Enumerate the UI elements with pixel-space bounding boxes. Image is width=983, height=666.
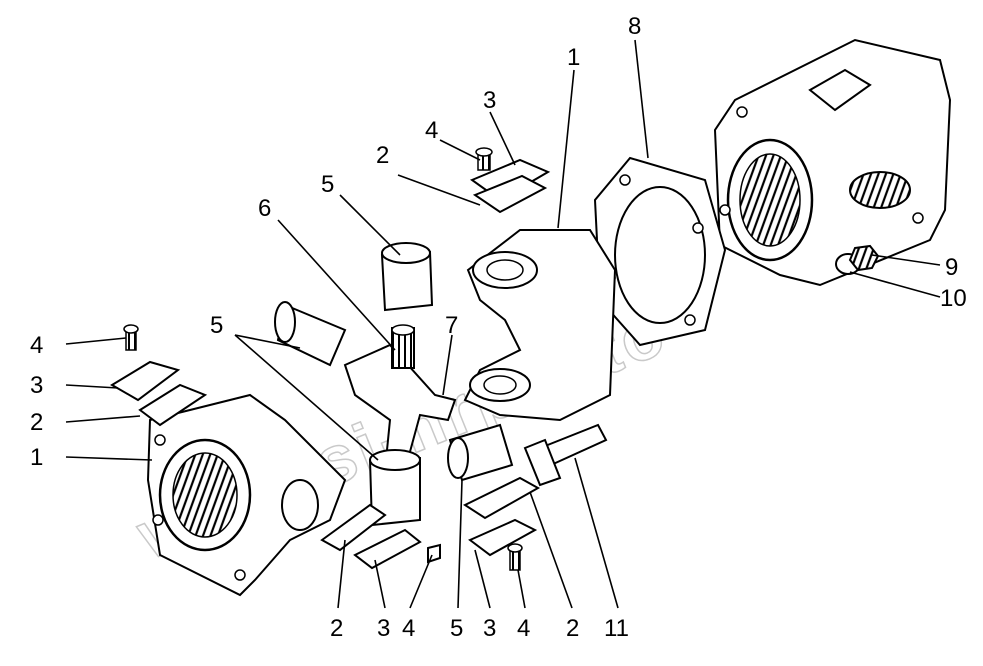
callout-11: 11	[604, 615, 629, 642]
callout-3-left: 3	[30, 372, 43, 399]
callout-4-bottom-b: 4	[517, 615, 530, 642]
callout-1-top: 1	[567, 44, 580, 71]
callout-4-left: 4	[30, 332, 43, 359]
gasket-ring	[593, 156, 727, 347]
left-needle-bearing	[274, 301, 347, 367]
callout-2-bottom: 2	[330, 615, 343, 642]
top-cap-assembly	[469, 147, 551, 214]
callout-8: 8	[628, 13, 641, 40]
spider-cross	[343, 324, 457, 471]
callout-4-top: 4	[425, 117, 438, 144]
callout-2-left: 2	[30, 409, 43, 436]
callout-2-top: 2	[376, 142, 389, 169]
callout-9: 9	[945, 254, 958, 281]
lower-left-caps	[320, 503, 441, 570]
top-bearing-cup	[380, 242, 434, 312]
nut-and-washer	[835, 244, 880, 275]
left-housing	[146, 393, 347, 597]
callout-labels: 1 8 3 4 2 5 6 5 7 4 3 2 1 9 10 2 3 4 5 3…	[30, 13, 967, 642]
long-bolt	[523, 423, 608, 487]
lower-right-caps	[462, 476, 541, 571]
right-housing	[713, 38, 952, 287]
callout-2-bottom-b: 2	[566, 615, 579, 642]
callout-3-bottom-b: 3	[483, 615, 496, 642]
callout-6: 6	[258, 195, 271, 222]
center-yoke	[463, 229, 617, 422]
callout-1-left: 1	[30, 444, 43, 471]
right-bearing-cup	[447, 423, 514, 482]
callout-5-bottom: 5	[450, 615, 463, 642]
callout-10: 10	[940, 285, 967, 312]
callout-5-mid: 5	[210, 312, 223, 339]
callout-7: 7	[445, 312, 458, 339]
left-small-parts	[110, 324, 208, 427]
callout-5-top: 5	[321, 171, 334, 198]
callout-4-bottom-a: 4	[402, 615, 415, 642]
leader-lines	[65, 39, 941, 609]
callout-3-top: 3	[483, 87, 496, 114]
callout-3-bottom-a: 3	[377, 615, 390, 642]
lower-bearing-cup	[368, 449, 421, 527]
